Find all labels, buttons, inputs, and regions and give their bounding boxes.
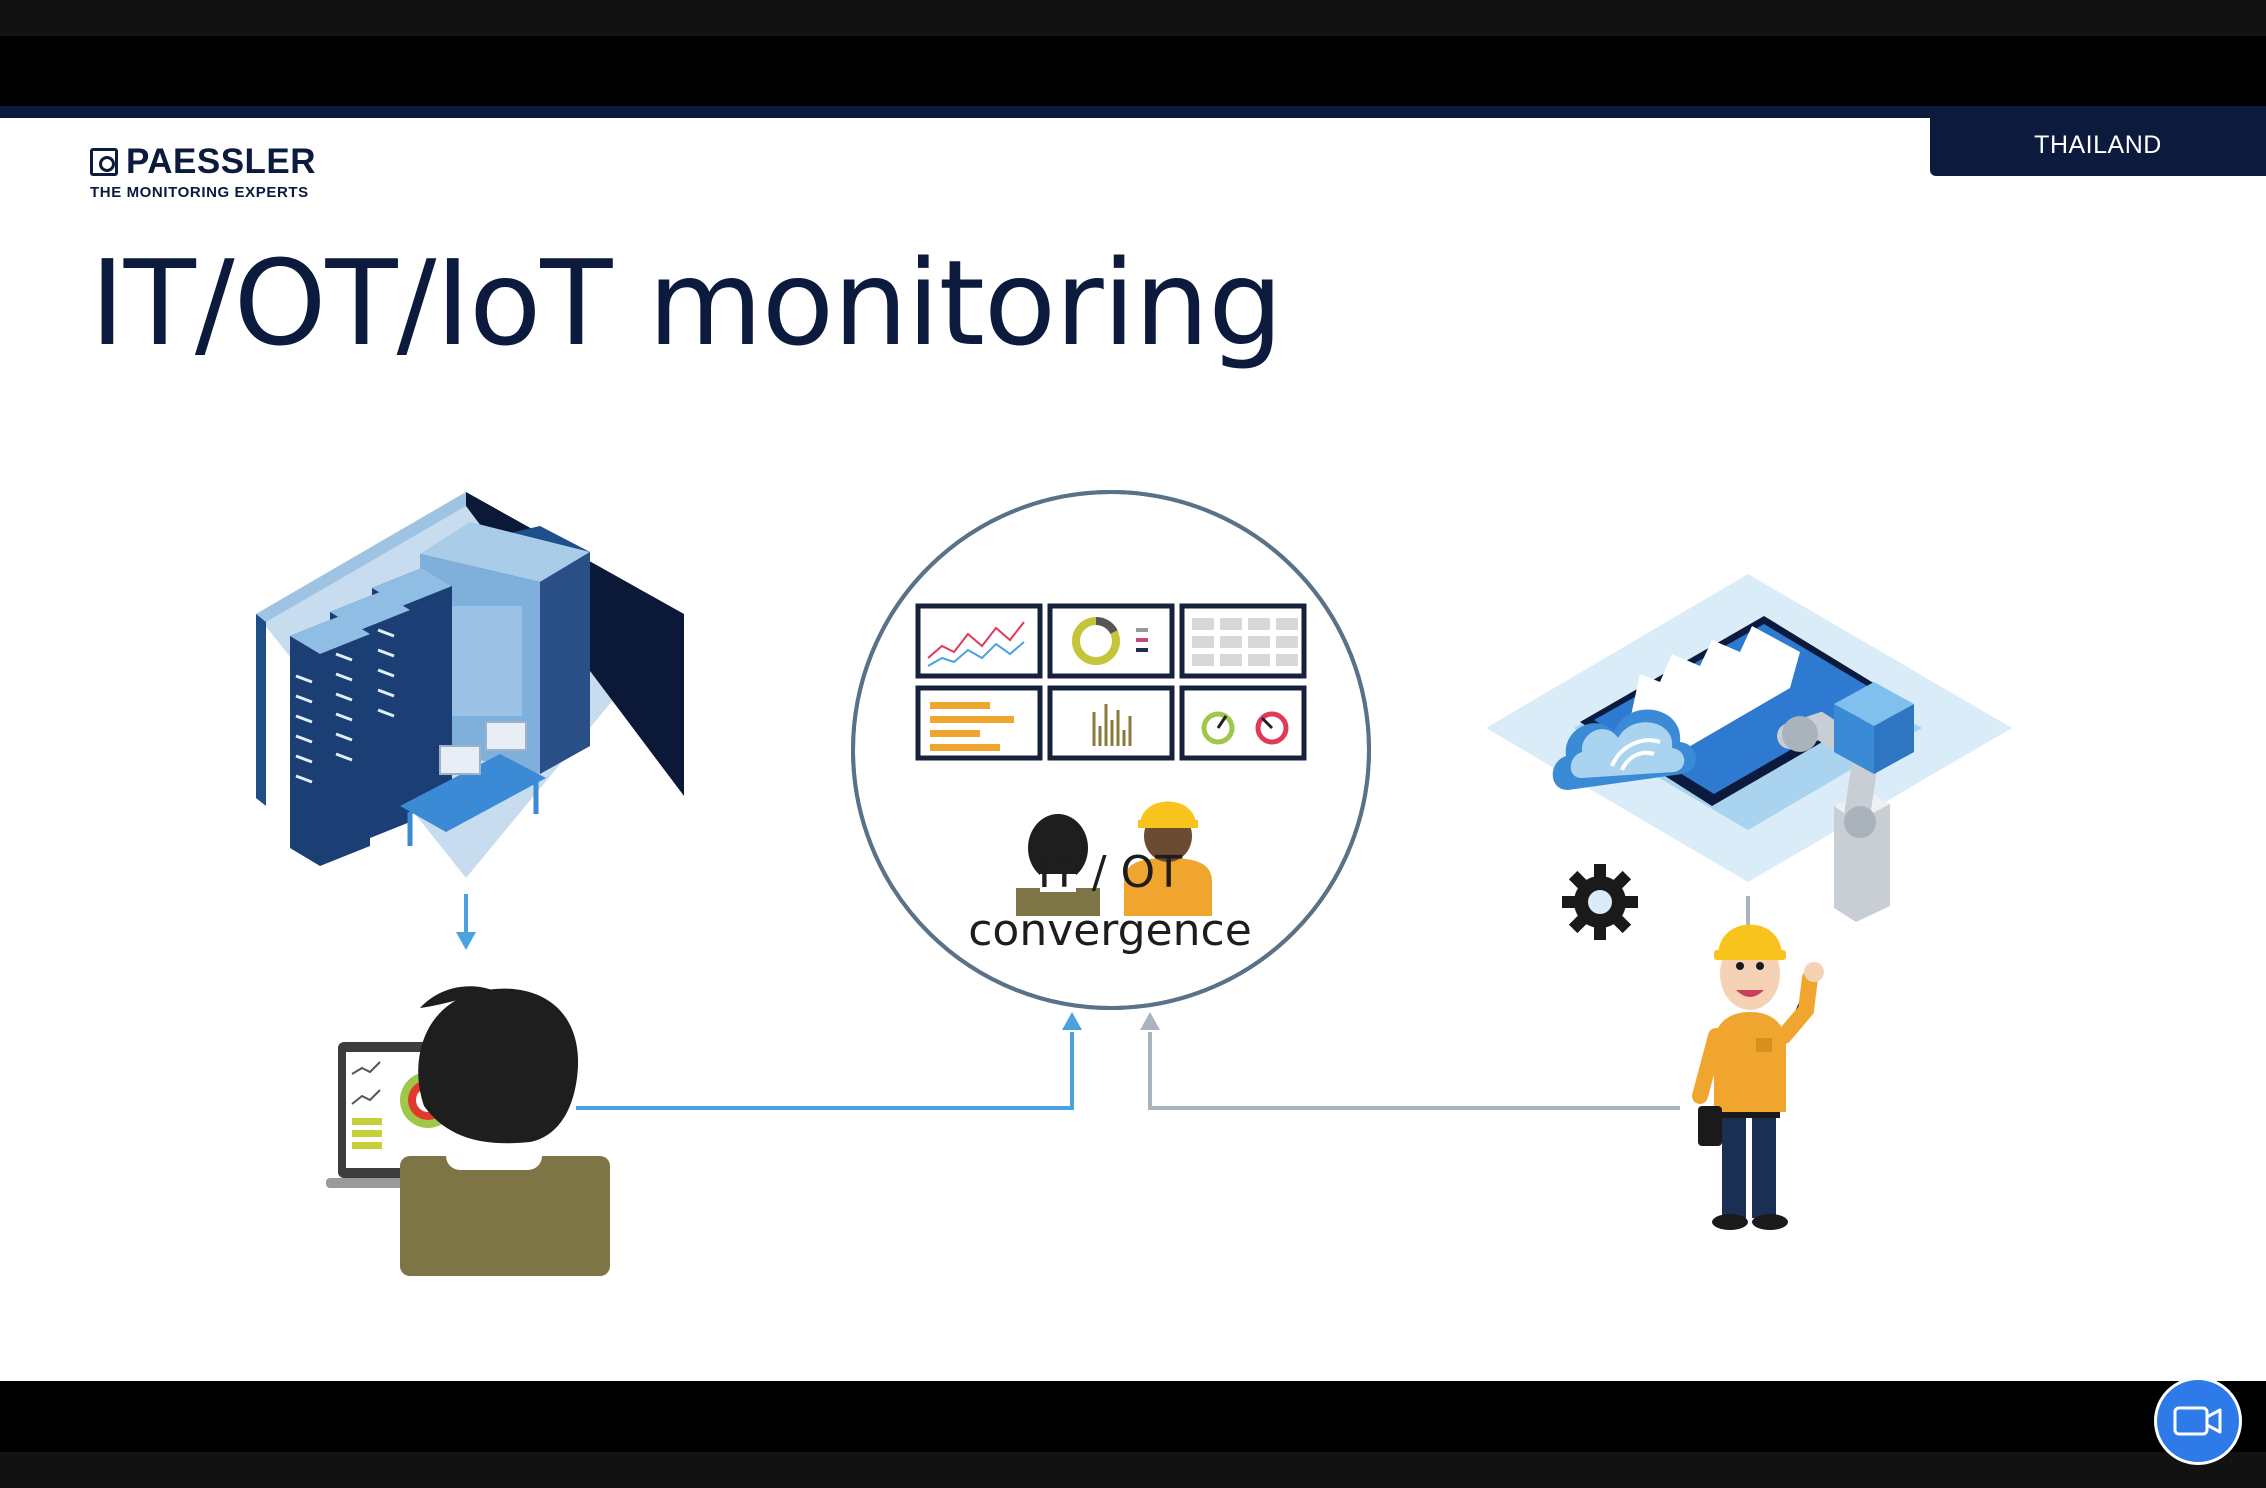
it-connector-arrow	[576, 1012, 1082, 1110]
paessler-logo-icon	[90, 148, 118, 176]
logo-name: PAESSLER	[126, 142, 317, 181]
presentation-slide: THAILAND PAESSLER THE MONITORING EXPERTS…	[0, 106, 2266, 1381]
convergence-circle	[851, 490, 1371, 1010]
window-top-bar	[0, 0, 2266, 36]
smart-factory-illustration	[1486, 574, 2012, 940]
convergence-line2: convergence	[968, 905, 1252, 956]
window-bottom-bar	[0, 1452, 2266, 1488]
convergence-label: IT / OT convergence	[940, 844, 1280, 960]
convergence-line1: IT / OT	[1037, 847, 1183, 898]
control-room-illustration	[851, 490, 1371, 1010]
slide-title: IT/OT/IoT monitoring	[90, 234, 1283, 372]
datacenter-illustration	[256, 492, 684, 878]
it-arrow-down	[456, 894, 476, 950]
diagram-artwork	[256, 490, 2012, 1276]
logo-tagline: THE MONITORING EXPERTS	[90, 184, 309, 201]
ot-connector-arrow	[1140, 1012, 1680, 1110]
region-tab: THAILAND	[1930, 114, 2266, 176]
video-camera-button[interactable]	[2154, 1377, 2242, 1465]
video-camera-icon	[2173, 1406, 2222, 1436]
ot-worker-illustration	[1692, 924, 1824, 1230]
it-admin-illustration	[326, 986, 610, 1276]
slide-top-line	[0, 106, 2266, 118]
